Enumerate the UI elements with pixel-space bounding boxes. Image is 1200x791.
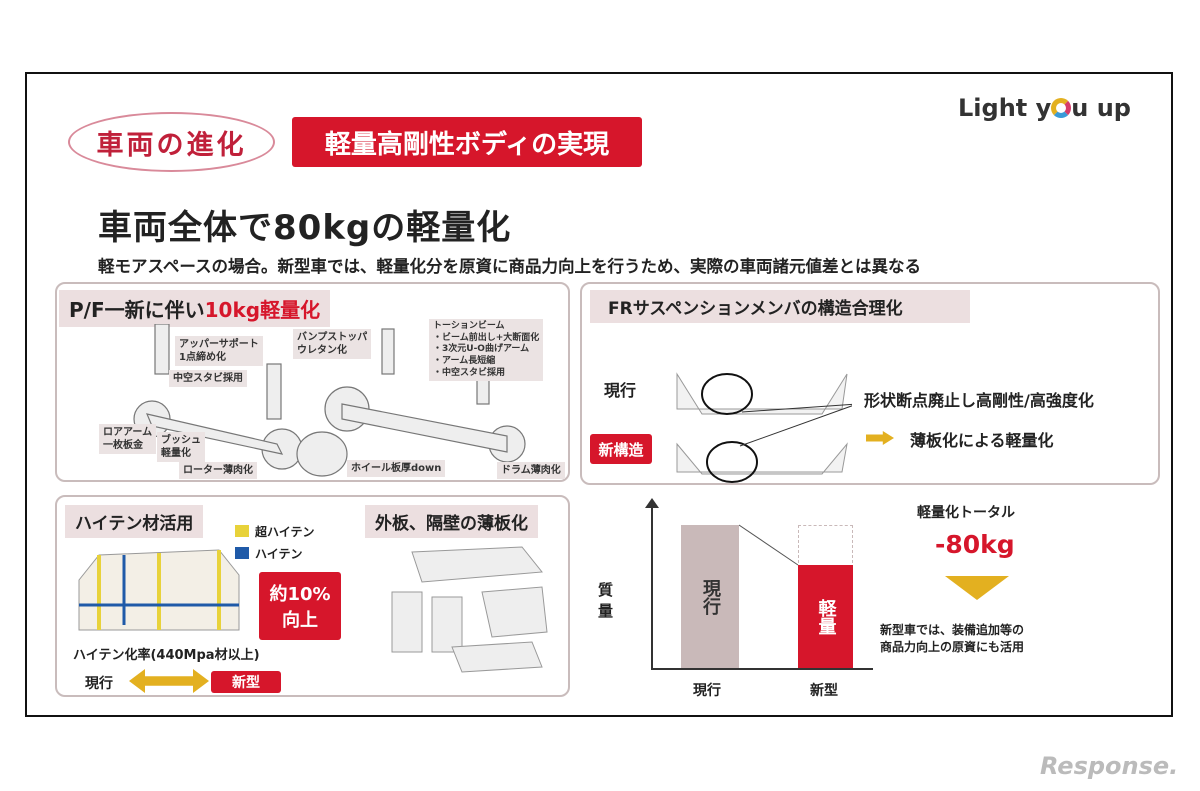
panel-tag: 外板、隔壁の薄板化: [365, 505, 538, 538]
total-label: 軽量化トータル: [917, 505, 1015, 521]
page-title: 車両全体で80kgの軽量化: [98, 208, 512, 248]
y-axis: [651, 505, 653, 670]
member-diagram: [676, 372, 852, 483]
legend-super: 超ハイテン: [255, 525, 315, 539]
new-structure-label: 新構造: [590, 434, 652, 464]
x-axis: [651, 668, 873, 670]
improvement-badge: 約10% 向上: [259, 572, 341, 640]
y-axis-label: 質量: [598, 581, 614, 620]
current-label: 現行: [604, 381, 637, 400]
callout: ドラム薄肉化: [497, 462, 565, 479]
x-label-new: 新型: [810, 683, 838, 699]
logo-ring-icon: [1051, 98, 1072, 118]
platform-panel: P/F一新に伴い10kg軽量化 アッパーサポート 1点締め化 中空スタビ採用 ロ…: [55, 282, 570, 482]
bar-new: 軽量: [798, 565, 853, 668]
y-axis-arrow-icon: [645, 498, 659, 508]
current-label: 現行: [85, 676, 113, 692]
x-label-current: 現行: [693, 683, 721, 699]
watermark: Response.: [1040, 752, 1179, 780]
callout: 中空スタビ採用: [169, 370, 247, 387]
total-note: 新型車では、装備追加等の 商品力向上の原資にも活用: [880, 623, 1025, 655]
callout: トーションビーム ・ビーム前出し+大断面化 ・3次元U-O曲げアーム ・アーム長…: [429, 319, 544, 382]
car-body-illustration: [78, 549, 240, 631]
fr-member-panel: FRサスペンションメンバの構造合理化 現行 新構造 形状断点廃止し高剛性/高強度…: [580, 282, 1160, 485]
callout: ホイール板厚down: [347, 460, 446, 477]
callout: ロアアーム 一枚板金: [99, 424, 157, 454]
bar-current: 現行: [681, 525, 739, 668]
callout: ブッシュ 軽量化: [157, 432, 205, 462]
legend-hiten-swatch: [235, 547, 249, 559]
new-model-label: 新型: [211, 671, 281, 693]
callout: バンプストッパ ウレタン化: [293, 329, 372, 359]
down-arrow-icon: [945, 576, 1009, 600]
high-tensile-panel: ハイテン材活用 超ハイテン ハイテン 約10% 向上 ハイテン化率(440Mpa…: [55, 495, 570, 697]
panels-illustration: [391, 546, 548, 673]
double-arrow-icon: [129, 669, 209, 693]
connector-line: [739, 524, 799, 566]
point-rigidity: 形状断点廃止し高剛性/高強度化: [864, 391, 1094, 410]
arrow-right-icon: [866, 431, 894, 445]
fr-tag: FRサスペンションメンバの構造合理化: [590, 290, 970, 323]
legend-hiten: ハイテン: [255, 547, 303, 561]
hiten-tag: ハイテン材活用: [65, 505, 204, 538]
total-value: -80kg: [935, 530, 1015, 559]
platform-tag: P/F一新に伴い10kg軽量化: [59, 290, 331, 327]
callout: ローター薄肉化: [179, 462, 257, 479]
section-heading: 軽量高剛性ボディの実現: [292, 117, 642, 167]
callout: アッパーサポート 1点締め化: [175, 336, 263, 366]
hiten-rate-label: ハイテン化率(440Mpa材以上): [73, 648, 260, 663]
point-thin: 薄板化による軽量化: [910, 431, 1054, 450]
page-subtitle: 軽モアスペースの場合。新型車では、軽量化分を原資に商品力向上を行うため、実際の車…: [98, 257, 922, 276]
section-badge: 車両の進化: [68, 112, 275, 172]
legend-super-swatch: [235, 525, 249, 537]
